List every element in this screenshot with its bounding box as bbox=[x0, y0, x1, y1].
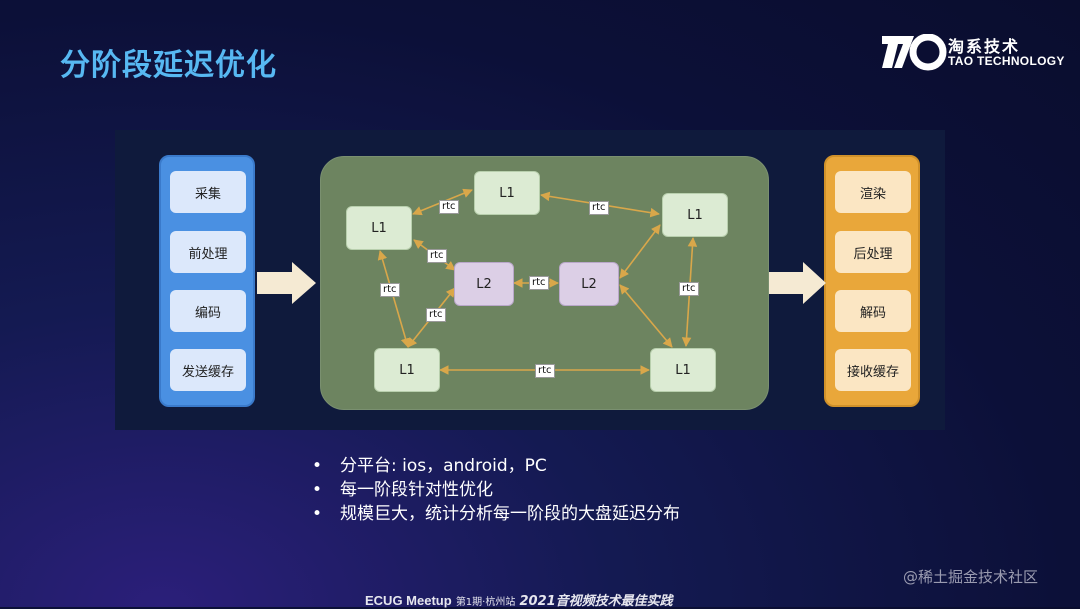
bullet-item: 规模巨大，统计分析每一阶段的大盘延迟分布 bbox=[310, 502, 680, 526]
stage-decode: 解码 bbox=[835, 290, 911, 332]
logo-en-text: TAO TECHNOLOGY bbox=[948, 54, 1065, 68]
rtc-label: rtc bbox=[535, 364, 555, 378]
tao-logo-icon bbox=[882, 34, 947, 71]
footer-event: 2021音视频技术最佳实践 bbox=[519, 594, 673, 609]
stage-encode: 编码 bbox=[170, 290, 246, 332]
footer-brand: ECUG Meetup bbox=[365, 593, 452, 608]
rtc-label: rtc bbox=[679, 282, 699, 296]
stage-render: 渲染 bbox=[835, 171, 911, 213]
stage-preprocess: 前处理 bbox=[170, 231, 246, 273]
node-l1-top-mid: L1 bbox=[474, 171, 540, 215]
footer-sub: 第1期·杭州站 bbox=[455, 597, 516, 608]
logo-cn-text: 淘系技术 bbox=[948, 37, 1021, 56]
node-l2-right: L2 bbox=[559, 262, 619, 306]
footer: ECUG Meetup 第1期·杭州站 2021音视频技术最佳实践 bbox=[365, 590, 673, 609]
rtc-label: rtc bbox=[529, 276, 549, 290]
bullet-item: 每一阶段针对性优化 bbox=[310, 478, 680, 502]
bullet-list: 分平台: ios，android，PC 每一阶段针对性优化 规模巨大，统计分析每… bbox=[310, 454, 680, 526]
rtc-label: rtc bbox=[426, 308, 446, 322]
stage-send-buffer: 发送缓存 bbox=[170, 349, 246, 391]
rtc-label: rtc bbox=[589, 201, 609, 215]
bullet-item: 分平台: ios，android，PC bbox=[310, 454, 680, 478]
node-l1-top-right: L1 bbox=[662, 193, 728, 237]
stage-postprocess: 后处理 bbox=[835, 231, 911, 273]
rtc-label: rtc bbox=[380, 283, 400, 297]
stage-receive-buffer: 接收缓存 bbox=[835, 349, 911, 391]
page-title: 分阶段延迟优化 bbox=[60, 48, 277, 83]
rtc-label: rtc bbox=[427, 249, 447, 263]
watermark: @稀土掘金技术社区 bbox=[903, 568, 1039, 586]
sender-pipeline: 采集 前处理 编码 发送缓存 bbox=[159, 155, 255, 407]
rtc-label: rtc bbox=[439, 200, 459, 214]
node-l2-left: L2 bbox=[454, 262, 514, 306]
stage-capture: 采集 bbox=[170, 171, 246, 213]
node-l1-top-left: L1 bbox=[346, 206, 412, 250]
node-l1-bottom-right: L1 bbox=[650, 348, 716, 392]
receiver-pipeline: 渲染 后处理 解码 接收缓存 bbox=[824, 155, 920, 407]
node-l1-bottom-left: L1 bbox=[374, 348, 440, 392]
